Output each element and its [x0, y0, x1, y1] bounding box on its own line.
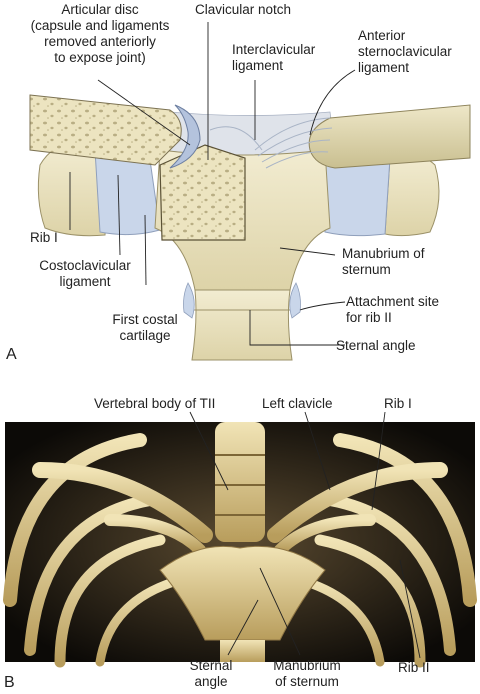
label-rib-i-b: Rib I [384, 396, 412, 411]
sternal-body [191, 289, 293, 361]
label-manubrium-a-line1: Manubrium of [342, 246, 425, 261]
label-costoclavicular-ligament: Costoclavicular ligament [10, 258, 160, 290]
label-left-clavicle: Left clavicle [262, 396, 333, 411]
label-sternal-angle-b-line2: angle [194, 674, 228, 689]
label-anterior-sternoclavicular: Anterior sternoclavicular ligament [358, 28, 452, 76]
label-articular-disc-line3: removed anteriorly [44, 34, 156, 49]
label-rib-i-a: Rib I [30, 230, 58, 245]
label-manubrium-b: Manubrium of sternum [262, 658, 352, 690]
label-costoclavicular-line2: ligament [59, 274, 111, 289]
label-rib-ii: Rib II [398, 660, 430, 675]
label-sternal-angle-b: Sternal angle [176, 658, 246, 690]
panel-letter-a: A [6, 346, 17, 363]
label-articular-disc: Articular disc (capsule and ligaments re… [0, 2, 200, 66]
label-interclavicular-line1: Interclavicular [232, 42, 316, 57]
articular-disc [169, 104, 201, 169]
label-attachment-site: Attachment site for rib II [346, 294, 439, 326]
label-manubrium-b-line1: Manubrium [273, 658, 341, 673]
label-interclavicular-line2: ligament [232, 58, 284, 73]
label-articular-disc-line1: Articular disc [61, 2, 139, 17]
label-costoclavicular-line1: Costoclavicular [39, 258, 131, 273]
label-first-costal-line1: First costal [112, 312, 178, 327]
label-first-costal-line2: cartilage [119, 328, 171, 343]
rib-i-right [384, 154, 440, 237]
manubrium-cut-section [159, 144, 246, 241]
label-anterior-sc-line2: sternoclavicular [358, 44, 452, 59]
label-vertebral-body: Vertebral body of TII [94, 396, 216, 411]
label-sternal-angle-a: Sternal angle [336, 338, 416, 353]
label-manubrium-a-line2: sternum [342, 262, 391, 277]
label-attachment-line1: Attachment site [346, 294, 440, 309]
panel-letter-b: B [4, 674, 15, 691]
label-manubrium-b-line2: of sternum [275, 674, 339, 689]
panel-a-illustration [29, 22, 471, 361]
label-first-costal-cartilage: First costal cartilage [80, 312, 210, 344]
label-manubrium-a: Manubrium of sternum [342, 246, 425, 278]
label-anterior-sc-line3: ligament [358, 60, 410, 75]
label-articular-disc-line2: (capsule and ligaments [30, 18, 170, 33]
label-anterior-sc-line1: Anterior [358, 28, 406, 43]
label-attachment-line2: for rib II [346, 310, 392, 325]
label-interclavicular-ligament: Interclavicular ligament [232, 42, 315, 74]
label-sternal-angle-b-line1: Sternal [189, 658, 233, 673]
right-clavicle [308, 104, 471, 169]
label-clavicular-notch: Clavicular notch [195, 2, 292, 17]
label-articular-disc-line4: to expose joint) [54, 50, 146, 65]
